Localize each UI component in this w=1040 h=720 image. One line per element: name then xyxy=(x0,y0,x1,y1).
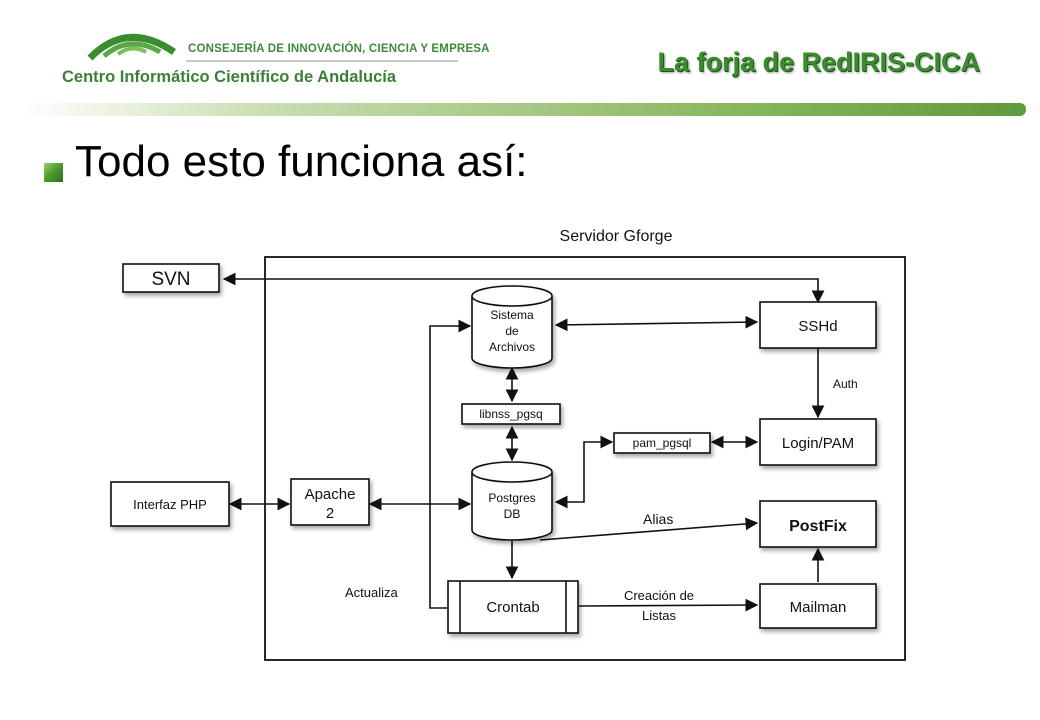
logo-arcs-icon xyxy=(87,33,176,61)
svn-sshd-link xyxy=(222,272,825,304)
interfaz-php-label: Interfaz PHP xyxy=(133,497,207,512)
crontab-node: Crontab xyxy=(447,580,579,634)
postfix-label: PostFix xyxy=(789,518,847,535)
postgres-pam-link xyxy=(554,435,614,509)
center-name: Centro Informático Científico de Andaluc… xyxy=(62,68,397,86)
sshd-node: SSHd xyxy=(759,301,877,349)
postgres-line-1: Postgres xyxy=(488,491,535,505)
fs-sshd-link xyxy=(554,315,759,332)
svn-label: SVN xyxy=(151,269,190,290)
bullet-text: Todo esto funciona así: xyxy=(75,137,528,186)
libnss-label: libnss_pgsq xyxy=(479,407,542,421)
postgres-node: Postgres DB xyxy=(471,461,553,541)
connectors xyxy=(222,272,825,612)
mailman-node: Mailman xyxy=(759,583,877,629)
interfaz-php-node: Interfaz PHP xyxy=(110,481,230,527)
creacion-line-1: Creación de xyxy=(624,588,694,603)
filesystem-line-1: Sistema xyxy=(490,308,534,322)
server-label: Servidor Gforge xyxy=(560,228,673,245)
filesystem-line-3: Archivos xyxy=(489,340,535,354)
mailman-label: Mailman xyxy=(790,599,847,616)
postfix-node: PostFix xyxy=(759,500,877,548)
slide-title: La forja de RedIRIS-CICA xyxy=(657,47,980,77)
crontab-fs-link xyxy=(429,319,472,609)
svn-node: SVN xyxy=(122,263,220,293)
apache-node: Apache 2 xyxy=(290,478,370,526)
bullet-square-icon xyxy=(44,163,63,182)
filesystem-line-2: de xyxy=(505,324,519,338)
apache-line-2: 2 xyxy=(326,505,334,522)
sshd-label: SSHd xyxy=(798,318,837,335)
header-bar xyxy=(20,103,1026,116)
auth-label: Auth xyxy=(833,377,858,391)
ministry-name: CONSEJERÍA DE INNOVACIÓN, CIENCIA Y EMPR… xyxy=(188,43,490,55)
pam-pgsql-label: pam_pgsql xyxy=(633,436,692,450)
login-pam-label: Login/PAM xyxy=(782,435,854,452)
apache-line-1: Apache xyxy=(305,486,356,503)
postgres-postfix-link xyxy=(539,517,759,541)
libnss-node: libnss_pgsq xyxy=(461,403,561,425)
server-frame xyxy=(264,256,906,661)
filesystem-node: Sistema de Archivos xyxy=(471,285,553,369)
actualiza-label: Actualiza xyxy=(345,585,399,600)
postgres-line-2: DB xyxy=(504,507,521,521)
logo-divider xyxy=(186,60,458,62)
pam-pgsql-node: pam_pgsql xyxy=(613,432,711,454)
login-pam-node: Login/PAM xyxy=(759,418,877,466)
creacion-line-2: Listas xyxy=(642,608,676,623)
crontab-mailman-link xyxy=(578,598,759,612)
crontab-label: Crontab xyxy=(486,599,539,616)
alias-label: Alias xyxy=(643,511,673,527)
